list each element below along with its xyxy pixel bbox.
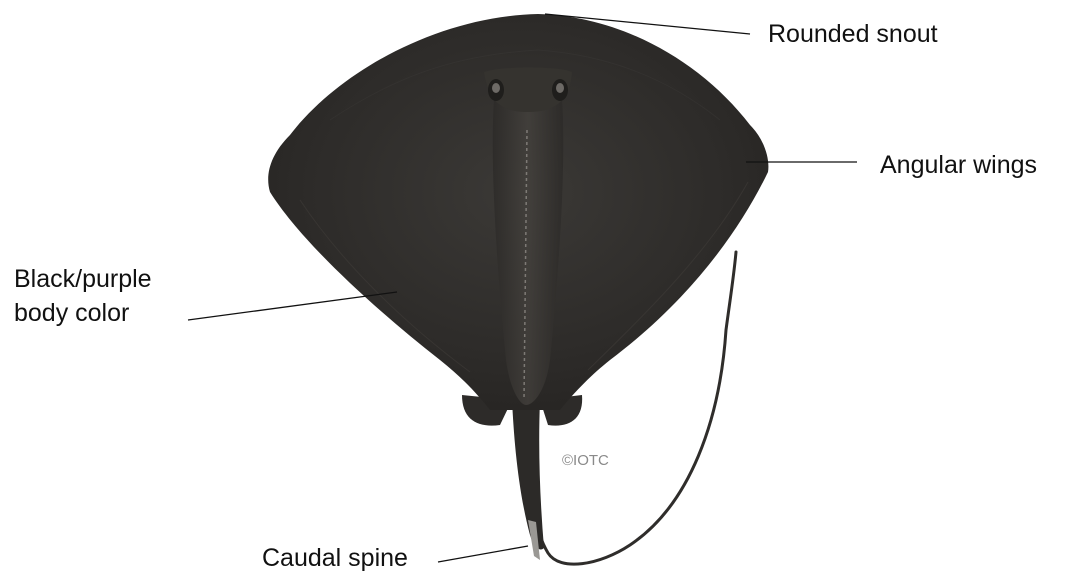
leader-line-spine	[438, 546, 528, 562]
label-caudal-spine: Caudal spine	[262, 541, 408, 575]
label-body-color: Black/purple body color	[14, 262, 152, 330]
label-body-color-line2: body color	[14, 296, 152, 330]
label-angular-wings: Angular wings	[880, 148, 1037, 182]
label-body-color-line1: Black/purple	[14, 262, 152, 296]
label-rounded-snout: Rounded snout	[768, 17, 938, 51]
copyright-watermark: ©IOTC	[562, 452, 609, 469]
tail-base	[512, 400, 544, 549]
leader-line-body	[188, 292, 397, 320]
